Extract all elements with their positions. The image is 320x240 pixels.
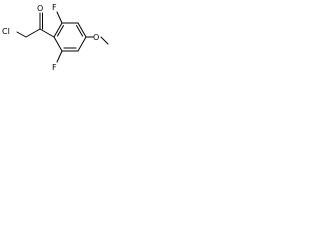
ring-bond	[53, 36, 63, 52]
molecule-structure: O Cl F F O	[2, 3, 109, 72]
chlorine-bond	[16, 31, 27, 38]
ring-bond	[77, 36, 87, 52]
atom-labels: O Cl F F O	[2, 3, 99, 72]
methyl-bond	[100, 36, 109, 45]
oxygen-carbonyl-label: O	[37, 4, 43, 13]
methoxy-oxygen-label: O	[93, 33, 99, 42]
fluorine-bottom-bond	[56, 50, 63, 63]
fluorine-top-label: F	[52, 3, 57, 12]
ring-bond	[77, 22, 87, 38]
fluorine-top-bond	[56, 11, 63, 24]
ch2-bond	[25, 28, 41, 38]
ring-double-bond	[76, 25, 83, 37]
ring-attach-bond	[39, 28, 55, 38]
fluorine-bottom-label: F	[52, 63, 57, 72]
structure-canvas: O Cl F F O	[0, 0, 111, 74]
ring-double-bond	[57, 25, 64, 37]
bond-layer	[16, 11, 109, 63]
chlorine-label: Cl	[2, 27, 10, 36]
ring-bond	[53, 22, 63, 38]
